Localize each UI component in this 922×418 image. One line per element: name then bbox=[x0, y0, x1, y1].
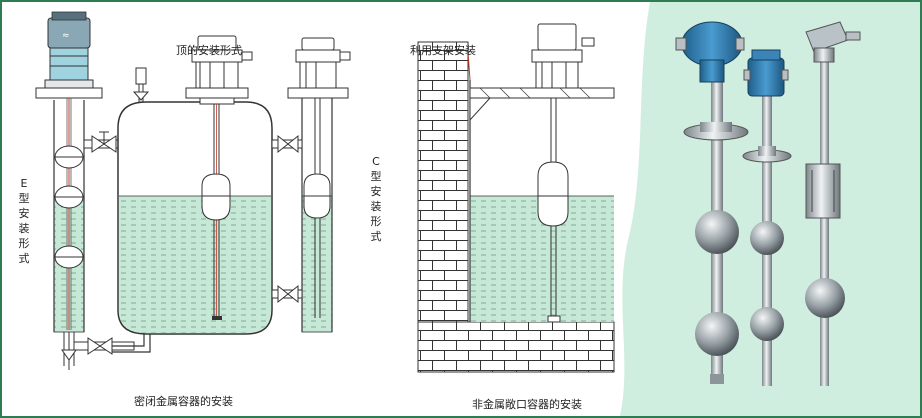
sealed-metal-tank bbox=[112, 35, 273, 353]
c-type-assembly bbox=[271, 37, 351, 333]
product-photo-2 bbox=[742, 49, 792, 386]
bracket-mount-label: 利用支架安装 bbox=[410, 44, 476, 57]
nonmetal-open-caption: 非金属敞口容器的安装 bbox=[472, 398, 582, 411]
open-container-assembly bbox=[417, 23, 615, 373]
top-mount-label: 顶的安装形式 bbox=[176, 44, 242, 57]
product-photo-1 bbox=[675, 21, 749, 384]
type-e-label: E型安装形式 bbox=[18, 177, 30, 265]
type-c-label: C型安装形式 bbox=[370, 155, 382, 243]
e-type-assembly: ≈ bbox=[35, 11, 135, 370]
product-photo-3 bbox=[805, 21, 861, 386]
sealed-metal-caption: 密闭金属容器的安装 bbox=[134, 395, 233, 408]
svg-text:≈: ≈ bbox=[62, 31, 70, 41]
